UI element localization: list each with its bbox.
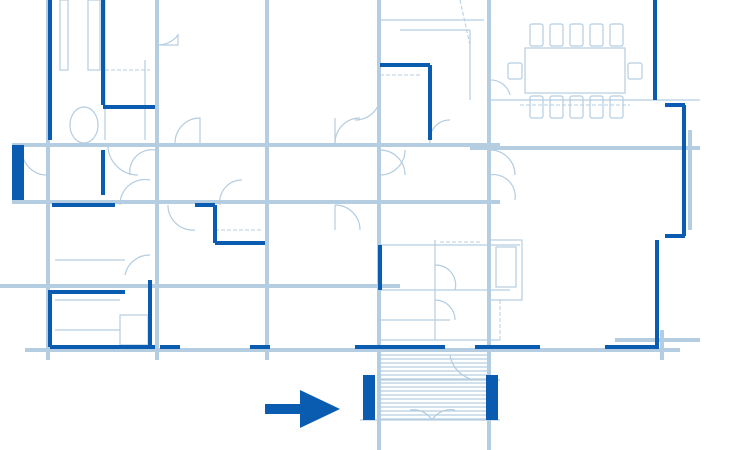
dashed-lines xyxy=(105,0,630,340)
chair-icon xyxy=(569,23,584,47)
chair-icon xyxy=(589,23,604,47)
chair-icon xyxy=(569,95,584,119)
chair-icon xyxy=(627,62,643,80)
chair-icon xyxy=(549,23,564,47)
entrance-arrow-icon xyxy=(265,390,340,428)
chair-icon xyxy=(589,95,604,119)
chair-icon xyxy=(609,23,624,47)
chair-icon xyxy=(549,95,564,119)
chair-icon xyxy=(529,23,544,47)
heavy-walls xyxy=(12,0,686,420)
dining-table xyxy=(507,23,643,119)
chair-icon xyxy=(507,62,523,80)
entrance-deck xyxy=(380,354,488,420)
chair-icon xyxy=(529,95,544,119)
chair-icon xyxy=(609,95,624,119)
